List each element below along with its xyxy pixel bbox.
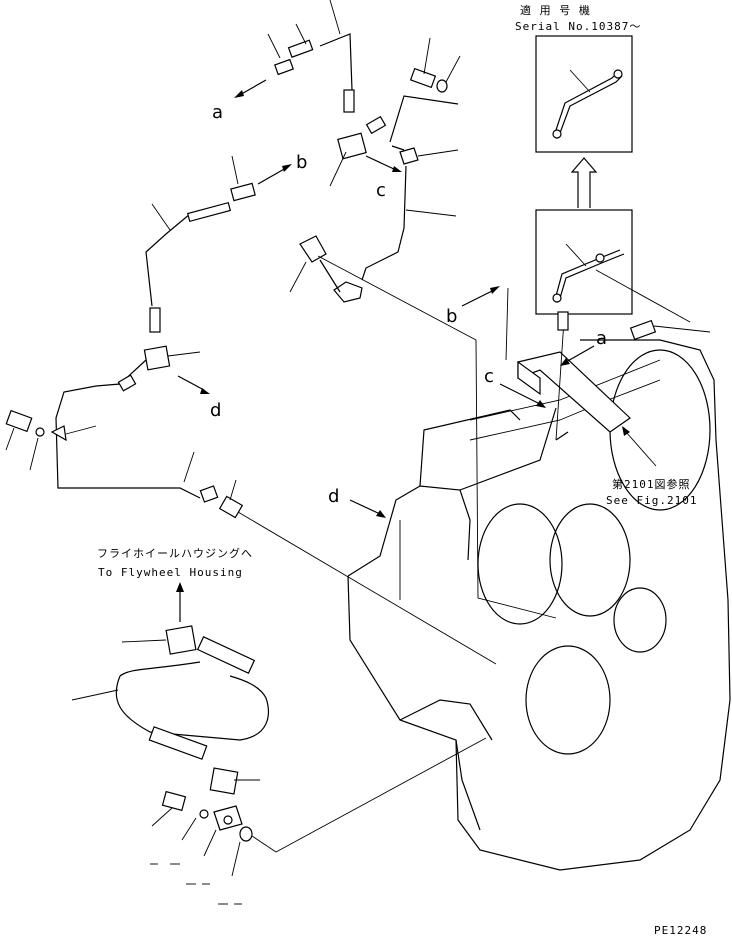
flywheel-housing	[347, 339, 731, 871]
arrow-c-upper	[365, 155, 402, 172]
fig-reference-arrow	[622, 426, 657, 467]
arrow-a-upper	[234, 79, 267, 98]
callout-b-lower: b	[446, 306, 457, 327]
fig-ref-label-en: See Fig.2101	[606, 494, 697, 507]
callout-c-lower: c	[484, 366, 494, 387]
serial-label-jp: 適 用 号 機	[520, 3, 591, 17]
arrow-b-upper	[257, 164, 292, 185]
inset-box-old-pipe	[535, 209, 691, 323]
callout-a-upper: a	[212, 102, 223, 123]
mounting-bracket	[517, 311, 631, 441]
upper-pipe-assembly	[267, 0, 557, 619]
arrow-d-lower	[349, 499, 386, 518]
callout-d-lower: d	[328, 486, 339, 507]
flywheel-arrow	[176, 582, 184, 622]
serial-label-en: Serial No.10387〜	[515, 20, 641, 33]
pipe-a-end	[629, 319, 711, 341]
callout-c-upper: c	[376, 180, 386, 201]
document-id: PE12248	[654, 924, 707, 937]
arrow-c-lower	[499, 383, 546, 408]
callout-a-lower: a	[596, 328, 607, 349]
upgrade-arrow	[570, 157, 598, 208]
arrow-d-upper	[177, 375, 210, 394]
lower-pipe-assembly	[71, 625, 487, 905]
callout-b-upper: b	[296, 152, 307, 173]
inset-box-new-pipe	[535, 35, 633, 153]
flywheel-label-jp: フライホイールハウジングへ	[97, 546, 253, 560]
arrow-a-lower	[560, 345, 595, 366]
flywheel-label-en: To Flywheel Housing	[98, 566, 243, 579]
arrow-b-lower	[461, 286, 509, 361]
callout-d-upper: d	[210, 400, 221, 421]
fig-ref-label-jp: 第2101図参照	[612, 477, 691, 491]
middle-pipe-assembly	[5, 155, 497, 665]
